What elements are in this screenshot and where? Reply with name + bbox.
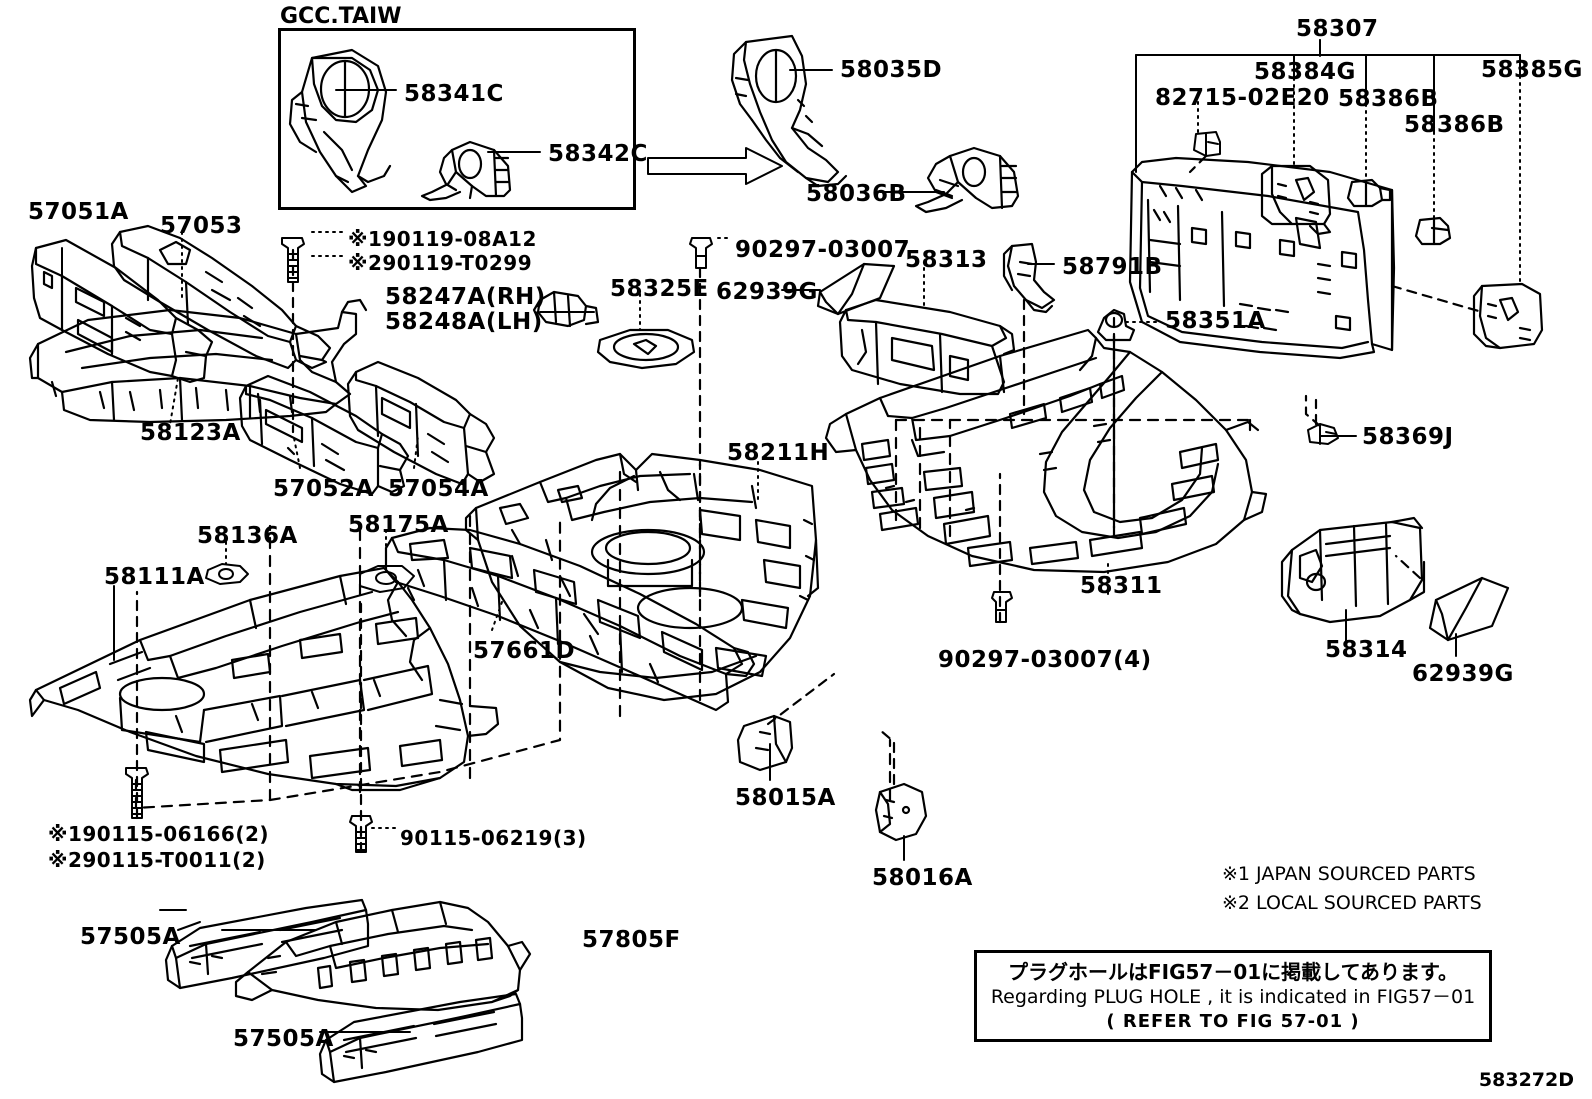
- part-label-58369J[interactable]: 58369J: [1362, 424, 1454, 450]
- sourced-parts-legend: ※1 JAPAN SOURCED PARTS ※2 LOCAL SOURCED …: [1222, 860, 1482, 917]
- part-label-58123A[interactable]: 58123A: [140, 420, 241, 446]
- legend-line-japan: ※1 JAPAN SOURCED PARTS: [1222, 863, 1476, 885]
- part-label-58351A[interactable]: 58351A: [1165, 308, 1266, 334]
- part-58111A-front-floor: [28, 566, 500, 792]
- part-label-90297-03007-4[interactable]: 90297-03007(4): [938, 647, 1152, 673]
- source-mark-1: ※1: [348, 227, 383, 251]
- bolt-90297-lower: [991, 591, 1013, 623]
- part-label-62939G-2[interactable]: 62939G: [1412, 661, 1514, 687]
- bolt-90115-06166: [125, 767, 149, 819]
- part-57505A-lower: [318, 992, 524, 1084]
- bolt-number-90119-08A12: 90119-08A12: [382, 227, 537, 251]
- part-58386B-lower: [1414, 216, 1452, 246]
- part-label-57053[interactable]: 57053: [160, 213, 243, 239]
- part-label-58211H[interactable]: 58211H: [727, 440, 830, 466]
- part-label-57805F[interactable]: 57805F: [582, 927, 681, 953]
- part-58369J: [1307, 423, 1339, 445]
- part-label-58307[interactable]: 58307: [1296, 16, 1379, 42]
- part-62939G-upper: [816, 262, 896, 316]
- part-label-58384G[interactable]: 58384G: [1254, 59, 1356, 85]
- part-label-90297-03007[interactable]: 90297-03007: [735, 237, 911, 263]
- part-label-58015A[interactable]: 58015A: [735, 785, 836, 811]
- part-62939G-lower: [1428, 576, 1510, 642]
- part-58325E: [596, 328, 696, 370]
- bolt-spec-90115-06166[interactable]: ※190115-06166(2): [48, 823, 269, 845]
- part-57054A: [346, 360, 496, 486]
- part-58123A: [28, 298, 368, 424]
- bolt-90119: [281, 237, 305, 283]
- part-58136A: [205, 563, 249, 585]
- part-label-58136A[interactable]: 58136A: [197, 523, 298, 549]
- part-label-58311[interactable]: 58311: [1080, 573, 1163, 599]
- part-57051A: [30, 238, 214, 384]
- bolt-spec-90115-06219[interactable]: 90115-06219(3): [400, 826, 587, 850]
- part-82715-02E20: [1193, 131, 1221, 157]
- figure-id: 583272D: [1478, 1069, 1574, 1091]
- part-label-58247A[interactable]: 58247A(RH): [385, 284, 546, 310]
- part-label-58175A[interactable]: 58175A: [348, 512, 449, 538]
- note-line-refer: ( REFER TO FIG 57-01 ): [1106, 1011, 1360, 1033]
- part-label-58386B-2[interactable]: 58386B: [1404, 112, 1505, 138]
- part-58314: [1280, 516, 1426, 624]
- bolt-90297-upper: [689, 237, 713, 269]
- part-label-82715-02E20[interactable]: 82715-02E20: [1155, 85, 1330, 111]
- part-58016A: [874, 782, 928, 842]
- part-label-58791B[interactable]: 58791B: [1062, 254, 1163, 280]
- part-58015A: [736, 714, 794, 772]
- part-58035D: [730, 34, 848, 188]
- part-57053: [110, 224, 332, 370]
- part-label-57505A-2[interactable]: 57505A: [233, 1026, 334, 1052]
- bolt-spec-90119-T0299[interactable]: ※290119-T0299: [348, 252, 532, 274]
- part-label-58341C[interactable]: 58341C: [404, 81, 504, 107]
- part-label-58016A[interactable]: 58016A: [872, 865, 973, 891]
- part-label-57661D[interactable]: 57661D: [473, 638, 576, 664]
- part-label-57052A[interactable]: 57052A: [273, 476, 374, 502]
- bolt-number-90115-06166: 90115-06166(2): [82, 822, 270, 846]
- part-label-58386B-1[interactable]: 58386B: [1338, 86, 1439, 112]
- bolt-number-90115-T0011: 90115-T0011(2): [82, 848, 266, 872]
- transfer-arrow: [647, 147, 783, 185]
- part-57661D-side-member: [384, 526, 756, 712]
- bolt-spec-90119-08A12[interactable]: ※190119-08A12: [348, 228, 537, 250]
- note-line-japanese: プラグホールはFIG57－01に掲載してあります。: [1008, 960, 1458, 984]
- inset-title: GCC.TAIW: [280, 4, 402, 29]
- bolt-90115-06219: [349, 815, 373, 853]
- part-57505A-upper: [164, 898, 370, 990]
- part-58385G: [1472, 282, 1544, 350]
- part-label-58325E[interactable]: 58325E: [610, 276, 709, 302]
- note-line-english: Regarding PLUG HOLE , it is indicated in…: [990, 986, 1476, 1009]
- part-label-58313[interactable]: 58313: [905, 247, 988, 273]
- part-label-58342C[interactable]: 58342C: [548, 141, 648, 167]
- source-mark-2-lower: ※2: [48, 848, 83, 872]
- legend-line-local: ※2 LOCAL SOURCED PARTS: [1222, 891, 1482, 914]
- part-58175A: [359, 565, 415, 593]
- part-58311-rear-floor: [824, 328, 1268, 574]
- part-label-58036B[interactable]: 58036B: [806, 181, 907, 207]
- part-label-58111A[interactable]: 58111A: [104, 564, 205, 590]
- part-label-58035D[interactable]: 58035D: [840, 57, 943, 83]
- bolt-spec-90115-T0011[interactable]: ※290115-T0011(2): [48, 849, 266, 871]
- part-label-57505A-1[interactable]: 57505A: [80, 924, 181, 950]
- source-mark-1-lower: ※1: [48, 822, 83, 846]
- part-58036B: [914, 146, 1020, 214]
- gcc-taiw-inset-box: [278, 28, 636, 210]
- part-label-58248A[interactable]: 58248A(LH): [385, 309, 543, 335]
- part-58384G: [1260, 164, 1332, 236]
- part-label-62939G-1[interactable]: 62939G: [716, 279, 818, 305]
- bolt-number-90119-T0299: 90119-T0299: [382, 251, 533, 275]
- part-label-57051A[interactable]: 57051A: [28, 199, 129, 225]
- part-58791B: [1002, 242, 1056, 314]
- part-label-58314[interactable]: 58314: [1325, 637, 1408, 663]
- part-58351A: [1096, 308, 1136, 342]
- part-label-58385G[interactable]: 58385G: [1481, 57, 1583, 83]
- part-label-57054A[interactable]: 57054A: [388, 476, 489, 502]
- source-mark-2: ※2: [348, 251, 383, 275]
- plug-hole-note-box: プラグホールはFIG57－01に掲載してあります。 Regarding PLUG…: [974, 950, 1492, 1042]
- part-58313: [838, 298, 1016, 396]
- part-58386B-upper: [1346, 178, 1392, 208]
- part-57805F: [234, 900, 532, 1012]
